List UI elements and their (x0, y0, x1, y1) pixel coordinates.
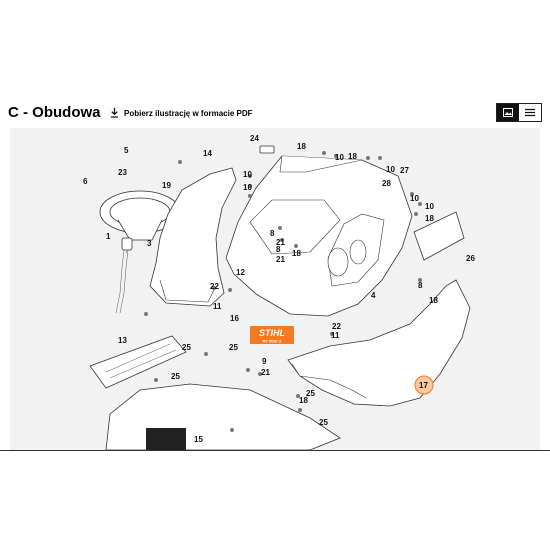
callout-16[interactable]: 16 (230, 314, 239, 323)
download-pdf-label: Pobierz ilustrację w formacie PDF (124, 108, 253, 118)
callout-26[interactable]: 26 (466, 254, 475, 263)
callout-22[interactable]: 22 (332, 322, 341, 331)
callout-labels: 24 18 10 18 10 5 14 10 10 27 23 19 28 6 … (83, 134, 475, 444)
callout-24[interactable]: 24 (250, 134, 259, 143)
callout-15[interactable]: 15 (194, 435, 203, 444)
callout-25[interactable]: 25 (182, 343, 191, 352)
callout-10[interactable]: 10 (425, 202, 434, 211)
callout-27[interactable]: 27 (400, 166, 409, 175)
callout-18[interactable]: 18 (297, 142, 306, 151)
callout-8[interactable]: 8 (270, 229, 275, 238)
callout-10[interactable]: 10 (335, 153, 344, 162)
footrest-part (105, 383, 341, 450)
callout-18[interactable]: 18 (425, 214, 434, 223)
footrest-label-plate (146, 428, 186, 450)
stihl-logo: STIHL RT 5097 Z (250, 326, 294, 344)
callout-22[interactable]: 22 (210, 282, 219, 291)
callout-28[interactable]: 28 (382, 179, 391, 188)
stihl-logo-model: RT 5097 Z (263, 339, 282, 344)
callout-6[interactable]: 6 (83, 177, 88, 186)
right-panel-part (413, 211, 465, 261)
callout-1[interactable]: 1 (106, 232, 111, 241)
download-icon (110, 108, 119, 118)
page-title: C - Obudowa (8, 104, 101, 121)
callout-12[interactable]: 12 (236, 268, 245, 277)
callout-25[interactable]: 25 (229, 343, 238, 352)
parts-diagram-panel: STIHL RT 5097 Z 24 18 10 18 10 (10, 128, 540, 450)
callout-13[interactable]: 13 (118, 336, 127, 345)
callout-14[interactable]: 14 (203, 149, 212, 158)
stihl-logo-brand: STIHL (259, 328, 285, 338)
left-side-cover-part (149, 167, 237, 307)
fastener-markers (144, 151, 422, 432)
callout-21[interactable]: 21 (261, 368, 270, 377)
callout-25[interactable]: 25 (306, 389, 315, 398)
callout-9[interactable]: 9 (262, 357, 267, 366)
list-view-icon (525, 108, 535, 117)
callout-17[interactable]: 17 (419, 381, 428, 390)
page-header: C - Obudowa Pobierz ilustrację w formaci… (0, 100, 550, 130)
callout-8[interactable]: 8 (418, 281, 423, 290)
list-view-button[interactable] (519, 104, 541, 121)
callout-3[interactable]: 3 (147, 239, 152, 248)
image-view-button[interactable] (497, 104, 519, 121)
callout-10[interactable]: 10 (386, 165, 395, 174)
view-toggle (496, 103, 542, 122)
callout-25[interactable]: 25 (319, 418, 328, 427)
callout-18[interactable]: 18 (429, 296, 438, 305)
floor-mat-part (89, 335, 187, 389)
callout-5[interactable]: 5 (124, 146, 129, 155)
callout-21[interactable]: 21 (276, 238, 285, 247)
download-pdf-link[interactable]: Pobierz ilustrację w formacie PDF (110, 108, 252, 118)
callout-21[interactable]: 21 (276, 255, 285, 264)
callout-18[interactable]: 18 (292, 249, 301, 258)
callout-18[interactable]: 18 (348, 152, 357, 161)
bottom-divider (0, 450, 550, 451)
cap-part (259, 145, 275, 154)
image-view-icon (503, 108, 513, 117)
callout-10[interactable]: 10 (243, 183, 252, 192)
callout-11[interactable]: 11 (213, 302, 222, 311)
callout-18[interactable]: 18 (299, 396, 308, 405)
callout-23[interactable]: 23 (118, 168, 127, 177)
callout-10[interactable]: 10 (243, 170, 252, 179)
callout-17-highlight[interactable] (414, 375, 434, 395)
callout-8[interactable]: 8 (276, 245, 281, 254)
callout-4[interactable]: 4 (371, 291, 376, 300)
callout-10[interactable]: 10 (410, 194, 419, 203)
steering-column-part (115, 237, 133, 314)
callout-11[interactable]: 11 (331, 331, 340, 340)
callout-19[interactable]: 19 (162, 181, 171, 190)
rear-body-part (287, 279, 471, 407)
callout-25[interactable]: 25 (171, 372, 180, 381)
parts-diagram: STIHL RT 5097 Z 24 18 10 18 10 (83, 134, 475, 450)
